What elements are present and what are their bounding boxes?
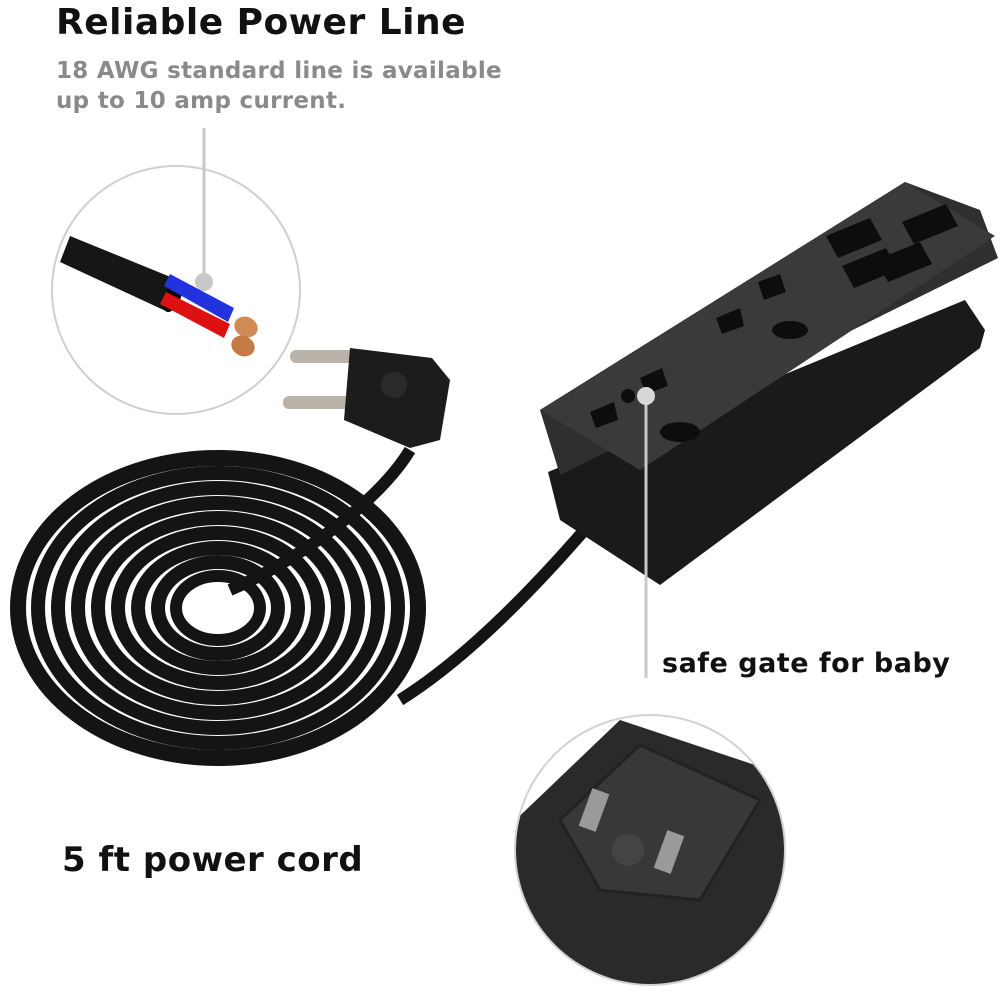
subtitle-line-2: up to 10 amp current. <box>56 88 347 114</box>
cord-length-callout: 5 ft power cord <box>62 840 364 880</box>
plug <box>283 348 450 448</box>
safe-gate-callout: safe gate for baby <box>662 648 951 679</box>
ac-sockets <box>590 274 808 442</box>
cable-detail-inset <box>51 128 301 415</box>
safe-gate-leader <box>637 387 655 678</box>
usb-ports <box>826 204 958 288</box>
safe-gate-inset <box>514 714 786 986</box>
power-strip <box>540 182 998 585</box>
subtitle-line-1: 18 AWG standard line is available <box>56 58 502 84</box>
subtitle: 18 AWG standard line is available up to … <box>56 56 502 116</box>
coiled-power-cord <box>10 446 615 766</box>
headline: Reliable Power Line <box>56 2 467 43</box>
